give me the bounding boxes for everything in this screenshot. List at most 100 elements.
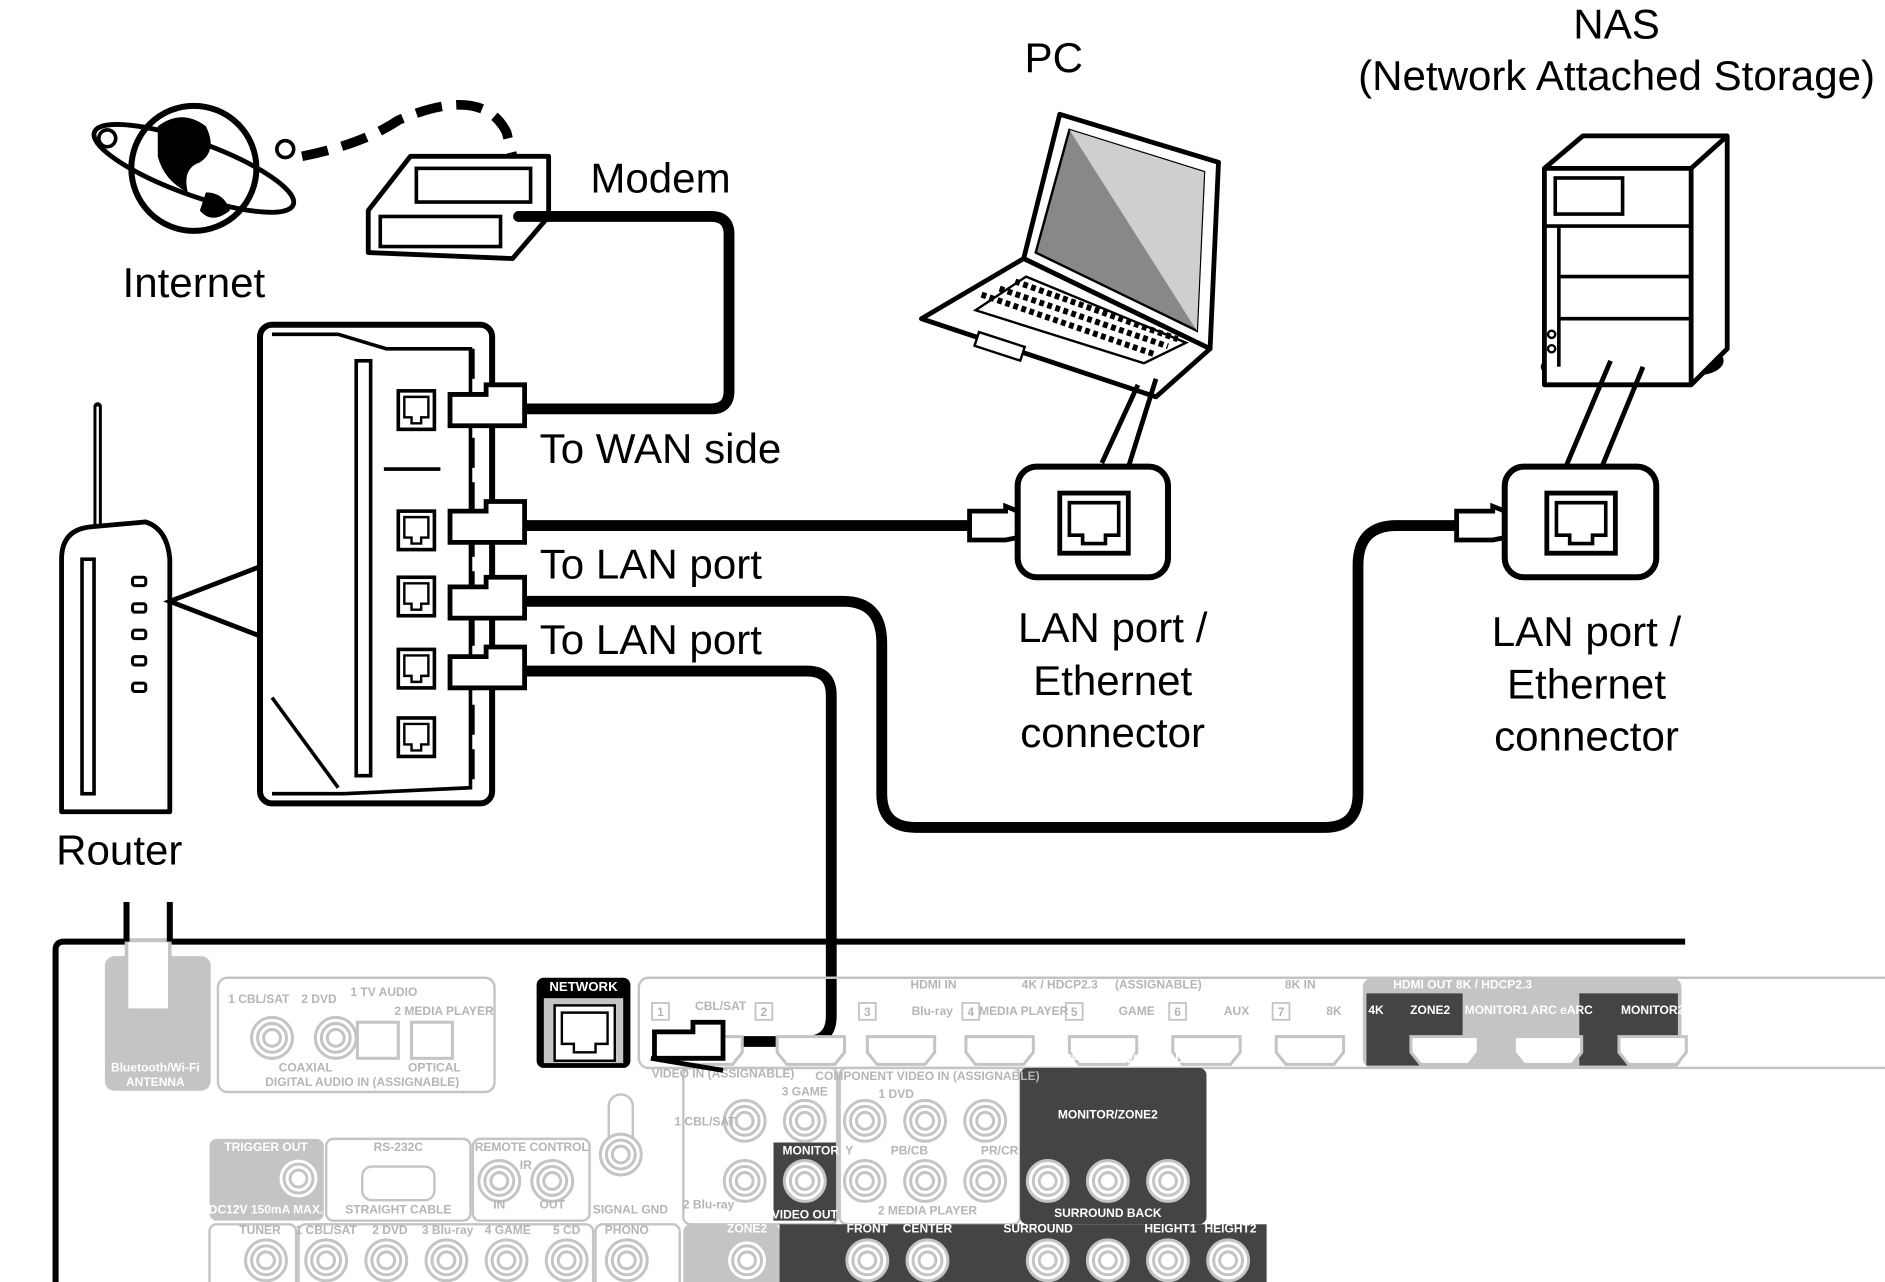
rca-jack-icon [842,1159,887,1203]
receiver-panel-label: IN [493,1198,505,1212]
receiver-panel-label: 3 GAME [782,1085,828,1099]
rca-jack-icon [1025,1159,1070,1203]
receiver-panel-label: 4 GAME [485,1223,531,1237]
pc-lan-port-callout [1014,463,1171,581]
receiver-panel-label: 4K / HDCP2.3 [1022,978,1098,992]
router-ethernet-port [396,575,437,618]
receiver-panel-label: (ASSIGNABLE) [1115,978,1202,992]
receiver-panel-label: CENTER [903,1222,953,1236]
router-label: Router [56,827,182,874]
rca-jack-icon [722,1159,767,1203]
rca-jack-icon [484,1238,529,1282]
rca-jack-icon [424,1238,469,1282]
ethernet-plug [447,644,527,691]
receiver-panel-label: FRONT [847,1222,889,1236]
rca-jack-icon [725,1238,770,1282]
receiver-panel-label: 4K [1368,1003,1384,1017]
router-icon [59,402,267,815]
rca-jack-icon [903,1098,948,1143]
rca-jack-icon [598,1132,643,1177]
rca-jack-icon [604,1238,649,1282]
internet-link-dashed [301,100,518,162]
receiver-panel-label: HEIGHT2 [1204,1222,1256,1236]
receiver-panel-label: PB/CB [891,1144,929,1158]
receiver-panel-label: GAME [1119,1004,1155,1018]
receiver-panel-label: 1 CBL/SAT [674,1115,736,1129]
receiver-panel-label: ZONE2 [727,1222,767,1236]
to-lan-label-2: To LAN port [540,616,762,663]
lan-cable-nas [519,520,1463,833]
receiver-lan-plug [650,1019,726,1073]
rca-jack-icon [1025,1238,1070,1282]
svg-text:2: 2 [761,1005,768,1019]
nas-port-label-line2: Ethernet [1507,661,1666,708]
receiver-panel-label: RS-232C [374,1140,424,1154]
rca-jack-icon [1206,1238,1251,1282]
receiver-panel-label: MONITOR/ZONE2 [1058,1107,1158,1121]
rca-jack-icon [1146,1159,1190,1203]
rca-jack-icon [530,1159,575,1203]
hdmi-input-number: 4 [961,1002,981,1021]
pc-port-label-line2: Ethernet [1033,657,1192,704]
receiver-panel-label: 8K IN [1285,978,1316,992]
pc-port-label-line1: LAN port / [1018,604,1208,651]
svg-text:4: 4 [967,1005,974,1019]
receiver-panel-label: CBL/SAT [695,999,747,1013]
receiver-panel-label: Bluetooth/Wi-Fi [111,1061,200,1075]
optical-jack-icon [410,1020,454,1060]
receiver-panel-label: MONITOR [783,1144,840,1158]
receiver-panel-label: VIDEO IN (ASSIGNABLE) [652,1067,795,1081]
receiver-panel-label: 2 DVD [301,992,337,1006]
receiver-panel-label: MEDIA PLAYER [979,1004,1069,1018]
nas-port-label-line3: connector [1494,712,1679,759]
nas-port-label-line1: LAN port / [1492,608,1682,655]
receiver-panel-label: 1 CBL/SAT [228,992,290,1006]
receiver-panel-label: STRAIGHT CABLE [345,1202,451,1216]
wan-cable [513,211,735,415]
receiver-panel-label: MONITOR2 [1621,1003,1685,1017]
receiver-panel-label: COMPONENT VIDEO IN (ASSIGNABLE) [815,1069,1039,1083]
receiver-panel-label: TRIGGER OUT [224,1140,308,1154]
receiver-panel-label: COAXIAL [279,1061,333,1075]
receiver-panel-label: 5 CD [553,1223,581,1237]
pc-label: PC [1025,34,1083,81]
receiver-panel-label: 8K [1326,1004,1342,1018]
nas-label-line1: NAS [1573,0,1660,47]
internet-globe-icon [91,102,297,234]
rca-jack-icon [276,1156,321,1201]
hdmi-input-number: 5 [1064,1002,1084,1021]
rca-jack-icon [903,1159,948,1203]
rca-jack-icon [1085,1159,1130,1203]
internet-label: Internet [123,259,266,306]
hdmi-jack-icon [1512,1035,1584,1066]
rca-jack-icon [250,1015,294,1060]
nas-lan-port-callout [1501,463,1660,581]
ethernet-plug [447,499,527,545]
receiver-panel-label: PR/CR [981,1144,1019,1158]
router-ethernet-port [396,509,437,552]
receiver-panel-label: IR [520,1158,532,1172]
hdmi-input-number: 3 [858,1002,877,1021]
receiver-panel-label: 1 CBL/SAT [296,1223,358,1237]
receiver-panel-label: SIGNAL GND [593,1202,669,1216]
svg-text:7: 7 [1278,1005,1285,1019]
receiver-panel-label: ZONE2 [1410,1003,1450,1017]
receiver-panel-label: AUX [1224,1004,1249,1018]
ethernet-plug [447,382,527,429]
receiver-panel-label: 2 MEDIA PLAYER [394,1004,494,1018]
receiver-panel-label: SURROUND BACK [1054,1206,1162,1220]
receiver-panel-label: SURROUND [1003,1222,1073,1236]
hdmi-jack-icon [865,1035,937,1066]
hdmi-input-number: 6 [1168,1002,1187,1021]
rca-jack-icon [842,1098,887,1143]
to-wan-label: To WAN side [540,425,782,472]
network-port-label: NETWORK [549,979,618,994]
receiver-network-port[interactable]: NETWORK [536,977,631,1068]
receiver-panel-label: 2 Blu-ray [683,1198,735,1212]
svg-text:3: 3 [864,1005,871,1019]
rca-jack-icon [845,1238,890,1282]
modem-icon [365,153,552,261]
receiver-panel-label: VIDEO OUT [772,1207,839,1221]
hdmi-jack-icon [964,1035,1035,1066]
